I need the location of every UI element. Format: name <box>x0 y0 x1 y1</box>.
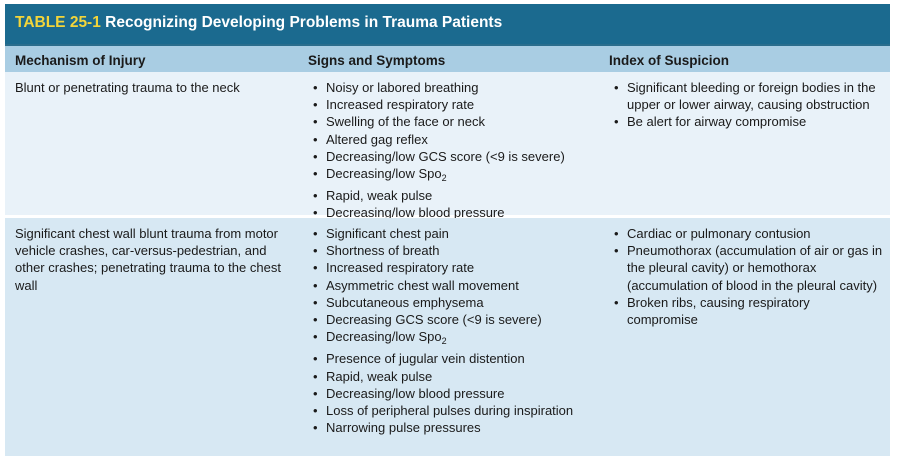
list-item: Decreasing/low Spo2 <box>308 165 598 187</box>
list-item: Significant chest pain <box>308 225 598 242</box>
mechanism-cell: Significant chest wall blunt trauma from… <box>15 226 281 293</box>
list-item: Swelling of the face or neck <box>308 113 598 130</box>
list-item: Increased respiratory rate <box>308 96 598 113</box>
list-item: Rapid, weak pulse <box>308 187 598 204</box>
signs-cell: Significant chest pain Shortness of brea… <box>308 225 598 437</box>
table-header-row: Mechanism of Injury Signs and Symptoms I… <box>5 44 890 72</box>
list-item: Decreasing/low blood pressure <box>308 385 598 402</box>
list-item: Narrowing pulse pressures <box>308 419 598 436</box>
mechanism-cell: Blunt or penetrating trauma to the neck <box>15 80 240 95</box>
list-item: Decreasing GCS score (<9 is severe) <box>308 311 598 328</box>
header-signs: Signs and Symptoms <box>308 53 446 68</box>
suspicion-list: Significant bleeding or foreign bodies i… <box>609 79 884 131</box>
list-item: Presence of jugular vein distention <box>308 350 598 367</box>
header-suspicion: Index of Suspicion <box>609 53 730 68</box>
spo-label: Decreasing/low Spo <box>326 166 442 182</box>
signs-cell: Noisy or labored breathing Increased res… <box>308 79 598 222</box>
table-row: Significant chest wall blunt trauma from… <box>5 218 890 456</box>
suspicion-cell: Cardiac or pulmonary contusion Pneumotho… <box>609 225 884 328</box>
table-number: TABLE 25-1 <box>15 14 101 31</box>
list-item: Pneumothorax (accumulation of air or gas… <box>609 242 884 294</box>
list-item: Decreasing/low Spo2 <box>308 328 598 350</box>
subscript: 2 <box>441 336 447 347</box>
list-item: Noisy or labored breathing <box>308 79 598 96</box>
table-title: TABLE 25-1 Recognizing Developing Proble… <box>15 14 502 32</box>
suspicion-list: Cardiac or pulmonary contusion Pneumotho… <box>609 225 884 328</box>
signs-list: Significant chest pain Shortness of brea… <box>308 225 598 437</box>
list-item: Increased respiratory rate <box>308 259 598 276</box>
list-item: Shortness of breath <box>308 242 598 259</box>
subscript: 2 <box>441 173 447 184</box>
list-item: Subcutaneous emphysema <box>308 294 598 311</box>
list-item: Decreasing/low GCS score (<9 is severe) <box>308 148 598 165</box>
trauma-table: TABLE 25-1 Recognizing Developing Proble… <box>5 4 890 456</box>
list-item: Decreasing/low blood pressure <box>308 204 598 221</box>
spo-label: Decreasing/low Spo <box>326 329 442 345</box>
table-title-text: Recognizing Developing Problems in Traum… <box>105 14 503 31</box>
header-mechanism: Mechanism of Injury <box>15 53 146 68</box>
signs-list: Noisy or labored breathing Increased res… <box>308 79 598 222</box>
list-item: Asymmetric chest wall movement <box>308 277 598 294</box>
list-item: Significant bleeding or foreign bodies i… <box>609 79 884 113</box>
table-title-bar: TABLE 25-1 Recognizing Developing Proble… <box>5 4 890 44</box>
list-item: Rapid, weak pulse <box>308 368 598 385</box>
list-item: Altered gag reflex <box>308 131 598 148</box>
list-item: Be alert for airway compromise <box>609 113 884 130</box>
list-item: Loss of peripheral pulses during inspira… <box>308 402 598 419</box>
list-item: Cardiac or pulmonary contusion <box>609 225 884 242</box>
table-row: Blunt or penetrating trauma to the neck … <box>5 72 890 222</box>
list-item: Broken ribs, causing respiratory comprom… <box>609 294 884 328</box>
suspicion-cell: Significant bleeding or foreign bodies i… <box>609 79 884 131</box>
